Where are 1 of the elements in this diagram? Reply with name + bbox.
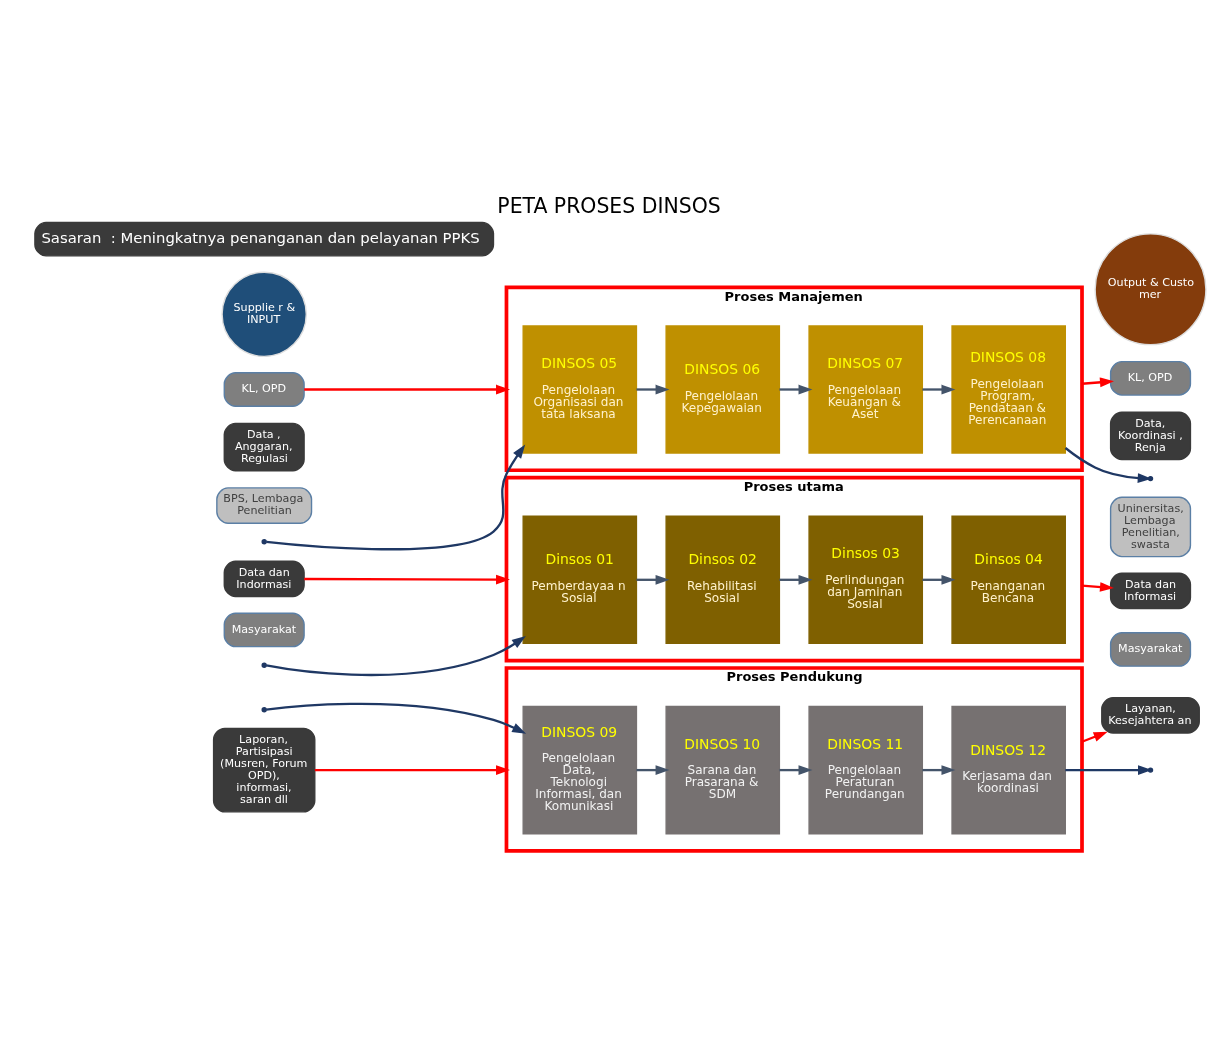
- diagram-title: PETA PROSES DINSOS: [497, 193, 721, 218]
